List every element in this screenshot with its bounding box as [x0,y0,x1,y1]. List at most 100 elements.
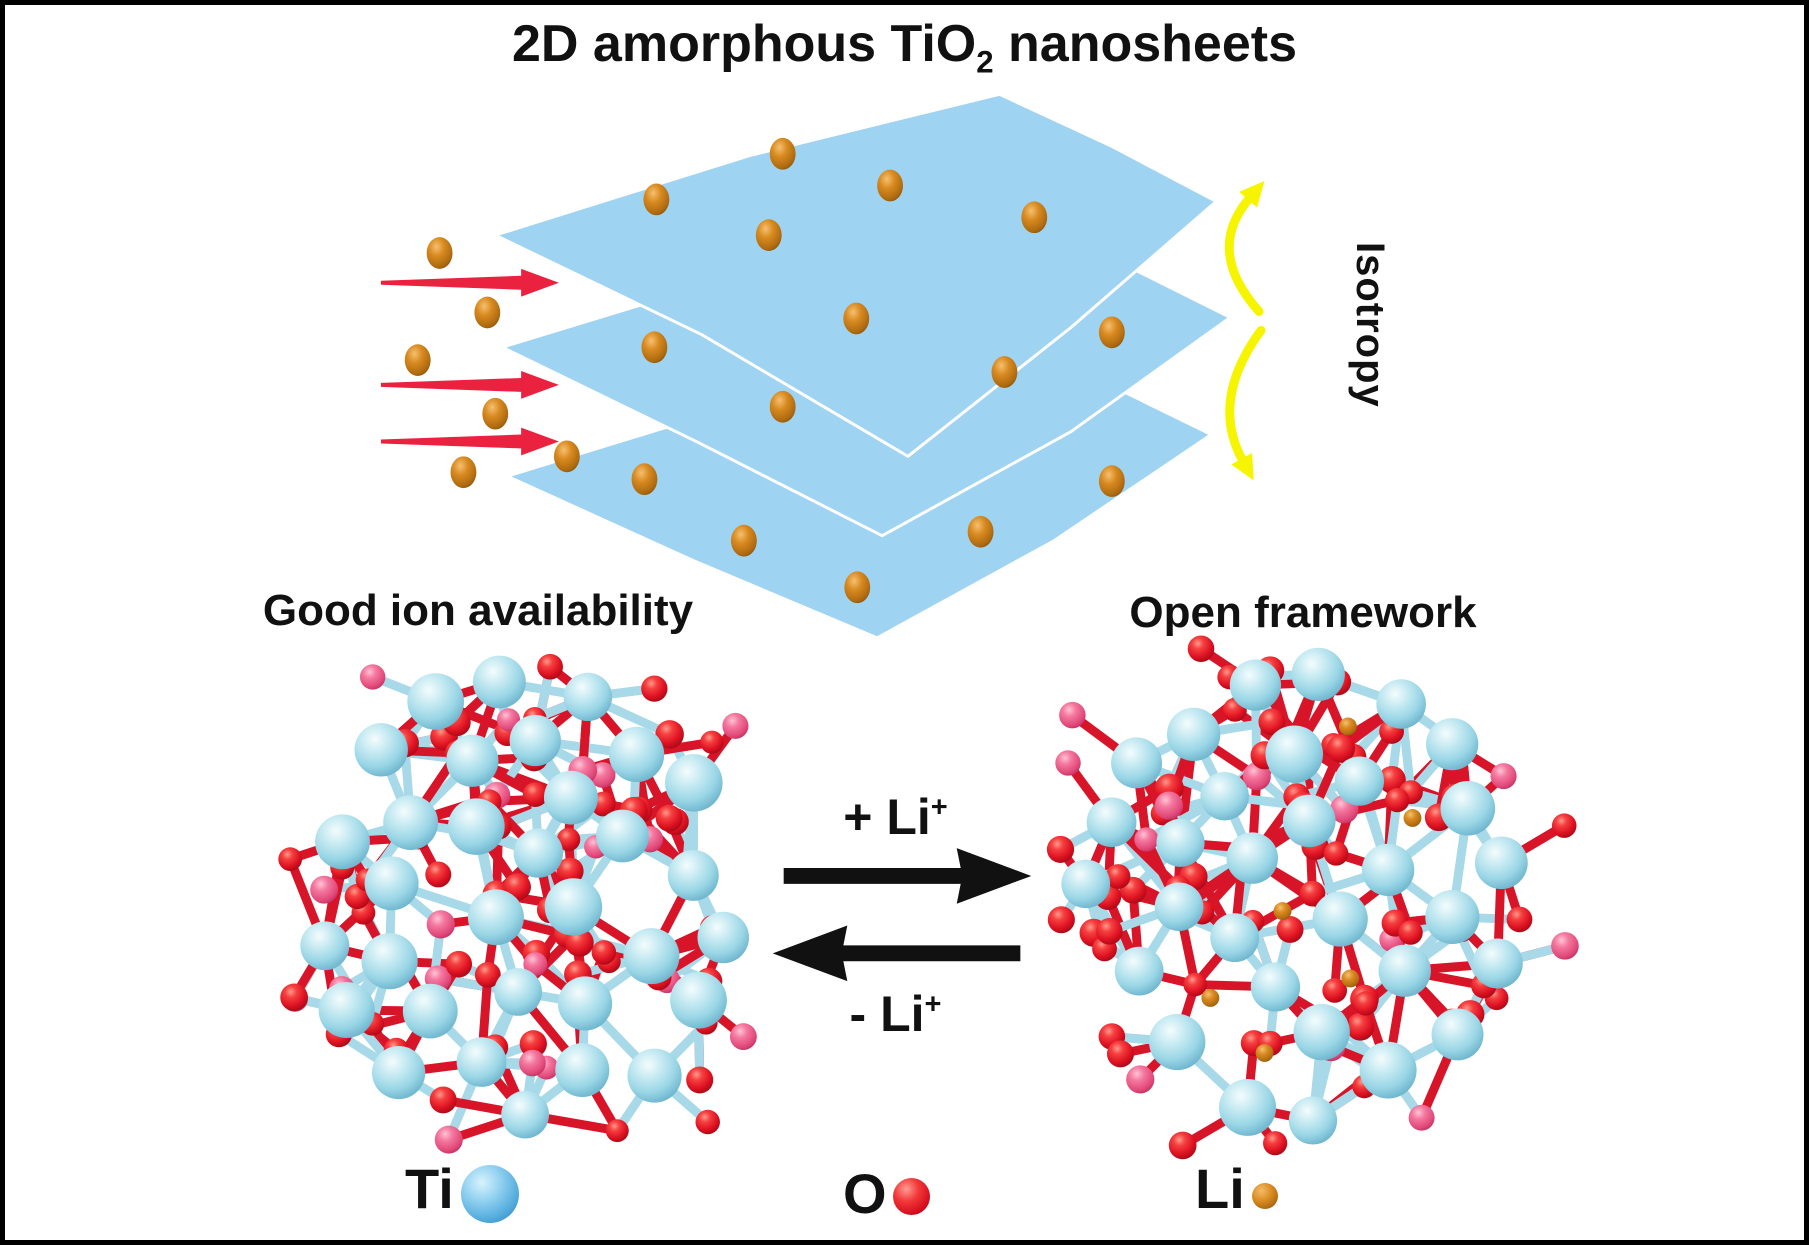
o-atom [425,861,452,888]
o-atom [641,675,668,702]
ti-atom [1472,938,1523,989]
o-atom [1263,1131,1288,1156]
ti-atom [1166,707,1221,761]
li-ion [755,219,782,252]
li-ion [426,237,453,269]
li-atom [1201,989,1220,1007]
li-ion [967,515,994,548]
ti-atom [1440,780,1496,836]
delithiation-text: - Li [849,986,925,1042]
ti-atom [1210,913,1260,963]
ti-atom [1291,647,1345,701]
ti-atom [1219,1078,1277,1136]
o-atom [1183,972,1207,997]
ti-atom [1061,859,1111,909]
li-ion [730,524,757,557]
o-atom [722,712,749,739]
isotropy-arrows [1224,180,1266,481]
ti-atom [1361,843,1415,897]
o-atom [1346,1012,1375,1041]
ti-atom [544,878,603,936]
o-atom [1490,763,1517,790]
ti-atom [446,734,499,787]
o-atom [522,782,548,808]
right-structure-label: Open framework [1129,588,1477,637]
o-atom [1187,635,1215,663]
o-atom [1322,978,1348,1003]
ti-atom [300,921,350,971]
li-ion [991,356,1018,388]
ti-atom [513,828,564,878]
o-atom [655,720,684,749]
ti-atom [1312,891,1368,947]
ti-atom [1149,1013,1206,1071]
o-atom [523,952,548,977]
li-ion [482,397,509,430]
lithiation-text: + Li [843,789,931,845]
o-atom [1276,916,1304,943]
ti-atom [494,968,543,1016]
ti-atom [1431,1008,1484,1061]
ti-atom [1265,725,1324,783]
o-atom [310,875,339,904]
ti-atom [472,655,526,709]
o-atom [1408,1104,1435,1131]
yellow-arrowhead [1239,180,1265,208]
ti-atom [501,1090,550,1139]
li-ion [1098,465,1125,498]
o-atom [1506,906,1533,933]
ti-atom [1250,962,1301,1012]
ti-atom [315,814,370,870]
figure-title: 2D amorphous TiO2 nanosheets [5,17,1804,79]
o-atom [429,1086,457,1114]
o-atom [1105,864,1131,889]
o-atom [445,950,473,978]
diagram-canvas [278,92,1579,1160]
o-atom [359,664,386,690]
o-atom [519,1049,546,1077]
li-atom [1255,1044,1274,1062]
delithiation-label: - Li+ [773,988,1018,1041]
right-molecule-structure [1046,635,1579,1160]
o-atom [556,827,581,852]
legend-li-label: Li [1195,1157,1245,1220]
ti-atom [364,856,419,911]
o-atom [1299,880,1326,907]
o-atom [605,1119,629,1143]
o-atom [1551,932,1579,960]
title-subscript: 2 [976,44,994,80]
o-atom [1106,1040,1134,1068]
o-atom [1258,708,1286,736]
legend-o-sphere [893,1178,930,1215]
ti-atom [383,795,439,850]
ti-atom [1474,836,1528,890]
yellow-arrow-top [1224,192,1264,316]
o-atom [1326,734,1356,763]
li-ion [1021,201,1048,234]
isotropy-label: Isotropy [1348,242,1392,408]
o-atom [655,804,683,832]
legend-ti-sphere [461,1165,519,1223]
ti-atom [1425,890,1480,945]
ti-atom [467,889,524,946]
li-ion [843,302,870,335]
o-atom [1046,835,1075,863]
delithiation-charge: + [924,988,942,1021]
delithiation-arrow [772,925,1021,982]
ti-atom [563,672,613,722]
li-ion [404,344,431,376]
ion-insertion-arrows [380,268,559,456]
li-ion-group [404,137,1125,604]
ti-atom [1376,679,1426,729]
legend-li-sphere [1252,1183,1278,1209]
ti-atom [1293,1004,1350,1061]
left-molecule-structure [278,653,757,1154]
ti-atom [447,798,505,855]
o-atom [278,847,303,871]
ti-atom [667,849,719,901]
o-atom [426,910,455,939]
red-insertion-arrow [380,427,559,456]
ti-atom [1359,1041,1417,1099]
ti-atom [1288,1096,1338,1145]
